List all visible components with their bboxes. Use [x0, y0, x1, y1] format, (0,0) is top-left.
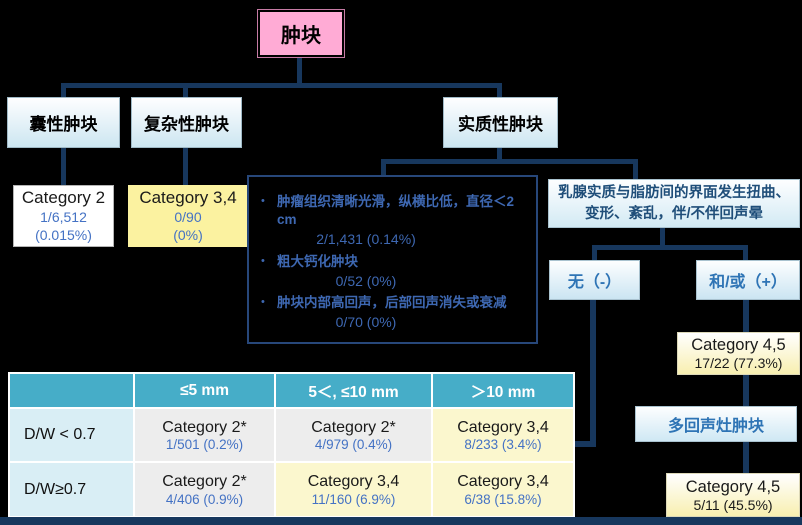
table-header-gt10mm: ＞10 mm [433, 374, 573, 407]
criteria-stat-1: 2/1,431 (0.14%) [316, 231, 416, 248]
connector-echo-drop [743, 375, 749, 407]
table-cell-title: Category 3,4 [307, 473, 400, 491]
connector-solid-stem [497, 148, 502, 163]
result-cystic-title: Category 2 [21, 187, 106, 207]
table-row-label-dw-lt07: D/W < 0.7 [10, 409, 133, 461]
node-mass: 肿块 [257, 9, 345, 58]
connector-cond-horizontal [592, 245, 748, 250]
criteria-stat-2: 0/52 (0%) [335, 272, 397, 289]
node-solid-mass: 实质性肿块 [443, 97, 558, 148]
node-cystic-mass-label: 囊性肿块 [29, 115, 98, 134]
result-positive-category: Category 4,5 17/22 (77.3%) [677, 332, 800, 375]
connector-negative-to-table-elbow [573, 441, 596, 447]
table-cell: Category 3,4 11/160 (6.9%) [276, 463, 431, 516]
table-cell: Category 3,4 8/233 (3.4%) [433, 409, 573, 461]
table-cell-stat: 11/160 (6.9%) [311, 491, 396, 507]
table-row-label-dw-ge07: D/W≥0.7 [10, 463, 133, 516]
table-header-le5mm: ≤5 mm [135, 374, 274, 407]
table-header-empty [10, 374, 133, 407]
connector-top-horizontal [61, 83, 502, 88]
table-cell-title: Category 3,4 [457, 473, 549, 491]
result-echo-stat: 5/11 (45.5%) [693, 496, 773, 513]
result-complex-stat: 0/90 [174, 208, 202, 225]
criteria-text-2: 粗大钙化肿块 [277, 253, 358, 269]
node-cystic-mass: 囊性肿块 [7, 97, 120, 148]
table-cell-stat: 6/38 (15.8%) [464, 491, 542, 507]
connector-criteria-drop [381, 159, 386, 176]
table-cell: Category 2* 4/406 (0.9%) [135, 463, 274, 516]
bullet-icon: • [261, 195, 265, 207]
table-cell-title: Category 2* [162, 473, 247, 491]
connector-positive-result [743, 300, 749, 333]
table-cell: Category 2* 4/979 (0.4%) [276, 409, 431, 461]
node-multi-echo-mass: 多回声灶肿块 [635, 406, 797, 442]
result-complex-title: Category 3,4 [139, 187, 237, 207]
connector-root-stem [297, 57, 302, 85]
connector-echo-result [743, 442, 749, 474]
table-cell-stat: 4/406 (0.9%) [165, 491, 244, 507]
criteria-item: • 粗大钙化肿块 0/52 (0%) [261, 253, 526, 289]
result-cystic-category: Category 2 1/6,512 (0.015%) [13, 185, 114, 247]
result-echo-category: Category 4,5 5/11 (45.5%) [666, 473, 800, 517]
connector-parenchyma-stem [660, 228, 665, 249]
table-cell: Category 3,4 6/38 (15.8%) [433, 463, 573, 516]
connector-solid-horizontal [381, 159, 638, 164]
bullet-icon: • [261, 254, 265, 267]
node-solid-mass-label: 实质性肿块 [458, 115, 543, 134]
result-cystic-pct: (0.015%) [35, 227, 92, 243]
table-cell-stat: 1/501 (0.2%) [165, 437, 244, 453]
node-mass-label: 肿块 [281, 25, 321, 47]
connector-branch2-drop [183, 83, 188, 97]
table-cell: Category 2* 1/501 (0.2%) [135, 409, 274, 461]
connector-parenchyma-drop [633, 159, 638, 181]
connector-positive-drop [743, 245, 748, 260]
result-positive-stat: 17/22 (77.3%) [694, 355, 783, 371]
node-negative-label: 无（-） [567, 274, 622, 291]
node-positive-label: 和/或（+） [709, 274, 787, 291]
criteria-text-3: 肿块内部高回声，后部回声消失或衰减 [277, 294, 507, 310]
connector-branch3-drop [497, 83, 502, 97]
dw-size-table: ≤5 mm 5＜, ≤10 mm ＞10 mm D/W < 0.7 Catego… [8, 372, 575, 518]
criteria-item: • 肿瘤组织清晰光滑，纵横比低，直径＜2 cm 2/1,431 (0.14%) [261, 193, 526, 247]
result-complex-category: Category 3,4 0/90 (0%) [128, 185, 248, 247]
result-echo-title: Category 4,5 [685, 477, 781, 496]
node-negative: 无（-） [549, 260, 640, 300]
node-complex-mass: 复杂性肿块 [131, 97, 242, 148]
table-cell-title: Category 2* [162, 418, 247, 436]
node-parenchyma-distortion: 乳腺实质与脂肪间的界面发生扭曲、变形、紊乱，伴/不伴回声晕 [548, 179, 800, 228]
table-cell-stat: 8/233 (3.4%) [464, 437, 542, 453]
connector-complex-result [183, 148, 188, 185]
table-header-5to10mm: 5＜, ≤10 mm [276, 374, 431, 407]
criteria-box: • 肿瘤组织清晰光滑，纵横比低，直径＜2 cm 2/1,431 (0.14%) … [247, 175, 538, 344]
criteria-text-1: 肿瘤组织清晰光滑，纵横比低，直径＜2 cm [277, 194, 515, 228]
bullet-icon: • [261, 295, 265, 308]
table-cell-stat: 4/979 (0.4%) [314, 437, 393, 453]
table-cell-title: Category 2* [311, 418, 396, 436]
node-multi-echo-mass-label: 多回声灶肿块 [667, 418, 764, 435]
connector-cystic-result [61, 148, 66, 185]
node-parenchyma-distortion-text: 乳腺实质与脂肪间的界面发生扭曲、变形、紊乱，伴/不伴回声晕 [558, 185, 790, 222]
connector-branch1-drop [61, 83, 66, 97]
bottom-accent-bar [0, 517, 802, 525]
result-cystic-stat: 1/6,512 [40, 208, 87, 225]
criteria-stat-3: 0/70 (0%) [335, 314, 397, 330]
table-cell-title: Category 3,4 [457, 418, 549, 436]
result-complex-pct: (0%) [173, 227, 203, 243]
node-complex-mass-label: 复杂性肿块 [144, 115, 229, 134]
connector-negative-drop [592, 245, 597, 260]
node-positive: 和/或（+） [696, 260, 800, 300]
criteria-item: • 肿块内部高回声，后部回声消失或衰减 0/70 (0%) [261, 294, 526, 330]
result-positive-title: Category 4,5 [691, 336, 786, 354]
connector-negative-to-table-vertical [590, 300, 596, 447]
